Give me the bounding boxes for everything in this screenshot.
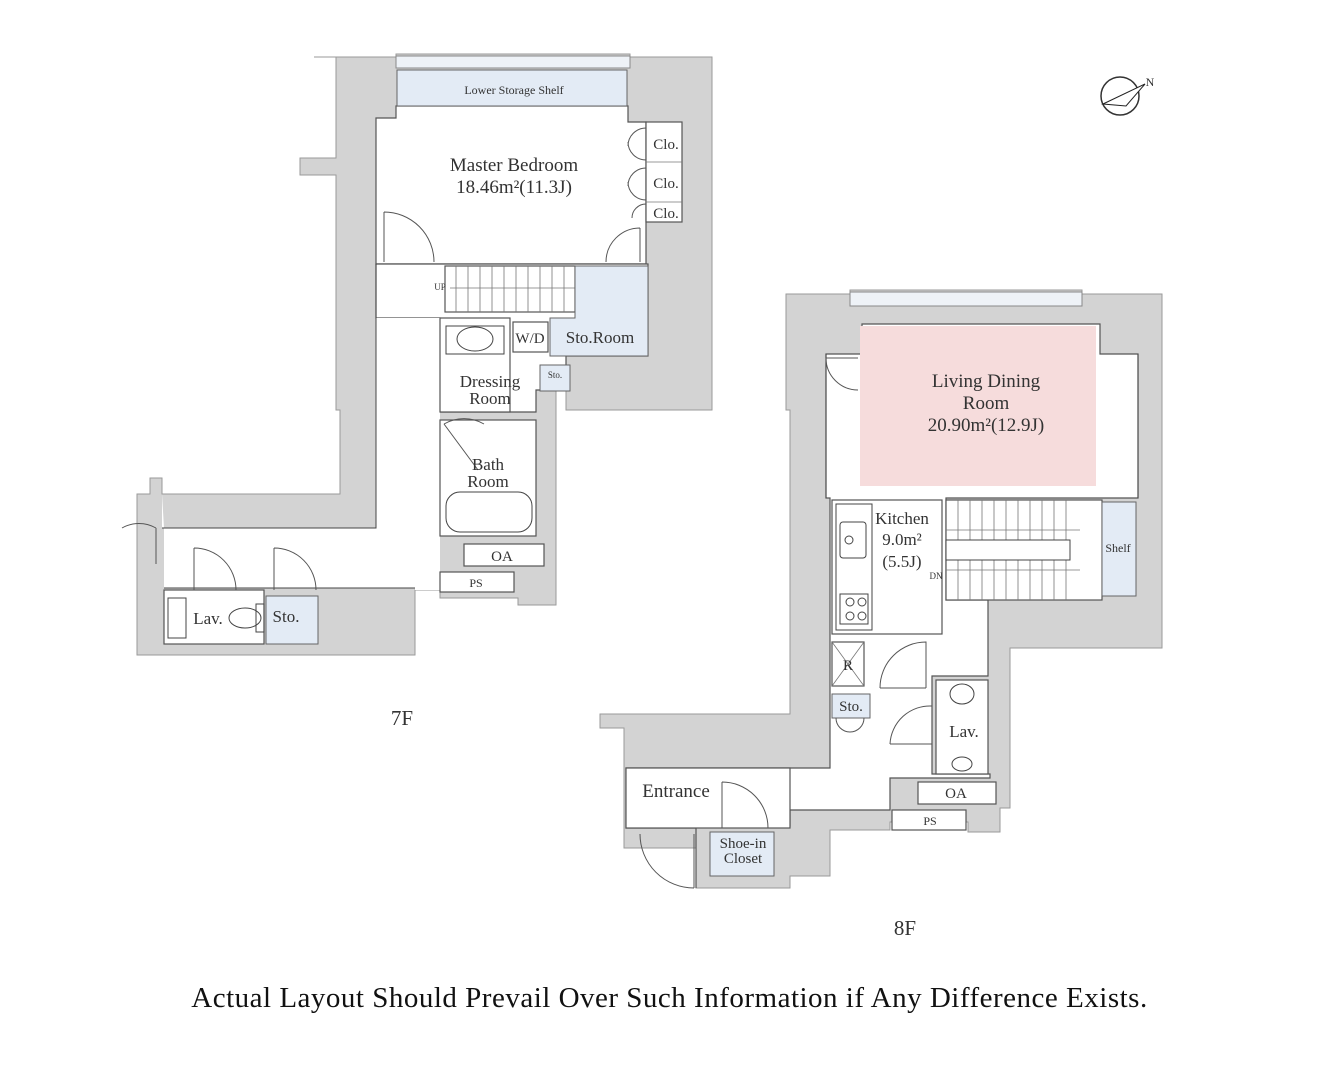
storage-7f: [265, 595, 319, 645]
entrance: [625, 767, 791, 829]
lavatory-7f-label: Lav.: [193, 609, 223, 628]
shoe-closet: [709, 831, 775, 877]
living-dining-room: [860, 326, 1096, 486]
shelf-8f: [1101, 501, 1137, 597]
closet-3-label: Clo.: [653, 206, 678, 222]
living-dining-area: 20.90m²(12.9J): [928, 415, 1045, 436]
disclaimer-text: Actual Layout Should Prevail Over Such I…: [191, 982, 1148, 1014]
oa-7f-label: OA: [491, 549, 513, 565]
oa-7f: [463, 543, 545, 567]
lower-storage-shelf: [396, 69, 628, 107]
ps-8f-label: PS: [923, 814, 936, 828]
north-compass-icon: N: [1100, 75, 1155, 116]
small-storage: [539, 364, 571, 392]
lavatory-8f: [935, 679, 989, 775]
oa-8f-label: OA: [945, 786, 967, 802]
kitchen-area: 9.0m²: [882, 530, 922, 549]
stairs-up-label: UP: [434, 282, 446, 292]
stairs-down-label: DN: [930, 571, 943, 581]
ps-8f: [891, 809, 967, 831]
ps-7f: [439, 571, 515, 593]
washer-dryer: [512, 321, 549, 353]
window-8f: [849, 291, 1083, 307]
floor-8f-label: 8F: [894, 916, 916, 940]
washer-label: W/D: [515, 331, 544, 347]
fridge-label: R: [843, 658, 853, 674]
closet-1-label: Clo.: [653, 137, 678, 153]
dressing-room-line1: Dressing: [460, 372, 521, 391]
storage-7f-label: Sto.: [273, 607, 300, 626]
window-7f: [395, 55, 631, 69]
living-dining-line2: Room: [963, 393, 1010, 414]
lavatory-8f-label: Lav.: [949, 722, 979, 741]
compass-label: N: [1146, 75, 1155, 89]
closet-block: [645, 121, 683, 223]
entrance-label: Entrance: [642, 781, 710, 802]
floor-7f-label: 7F: [391, 706, 413, 730]
kitchen-name: Kitchen: [875, 509, 929, 528]
storage-room: [549, 265, 649, 357]
dressing-room-line2: Room: [469, 389, 511, 408]
ps-7f-label: PS: [469, 576, 482, 590]
bath-room-line2: Room: [467, 472, 509, 491]
7f-stairs: [444, 265, 576, 313]
closet-2-label: Clo.: [653, 176, 678, 192]
master-bedroom-name: Master Bedroom: [450, 155, 578, 176]
dressing-room: [439, 317, 511, 413]
bath-room: [439, 419, 537, 537]
floor-8f: Living Dining Room 20.90m²(12.9J) Kitche…: [599, 289, 1163, 940]
shoe-closet-line1: Shoe-in: [720, 836, 767, 852]
storage-8f: [831, 693, 871, 719]
shoe-closet-line2: Closet: [724, 851, 763, 867]
shelf-label: Shelf: [1105, 541, 1130, 555]
kitchen-tatami: (5.5J): [882, 552, 921, 571]
master-bedroom-area: 18.46m²(11.3J): [456, 177, 572, 198]
storage-8f-label: Sto.: [839, 699, 863, 715]
storage-shelf-label: Lower Storage Shelf: [464, 83, 563, 97]
bath-room-line1: Bath: [472, 455, 505, 474]
living-dining-line1: Living Dining: [932, 371, 1041, 392]
floor-7f: UP Sto.Room W/D Sto. Lower Storage Shelf…: [121, 53, 713, 730]
lavatory-7f: [163, 589, 265, 645]
small-storage-label: Sto.: [548, 370, 562, 380]
storage-room-label: Sto.Room: [566, 328, 635, 347]
oa-8f: [917, 781, 997, 805]
